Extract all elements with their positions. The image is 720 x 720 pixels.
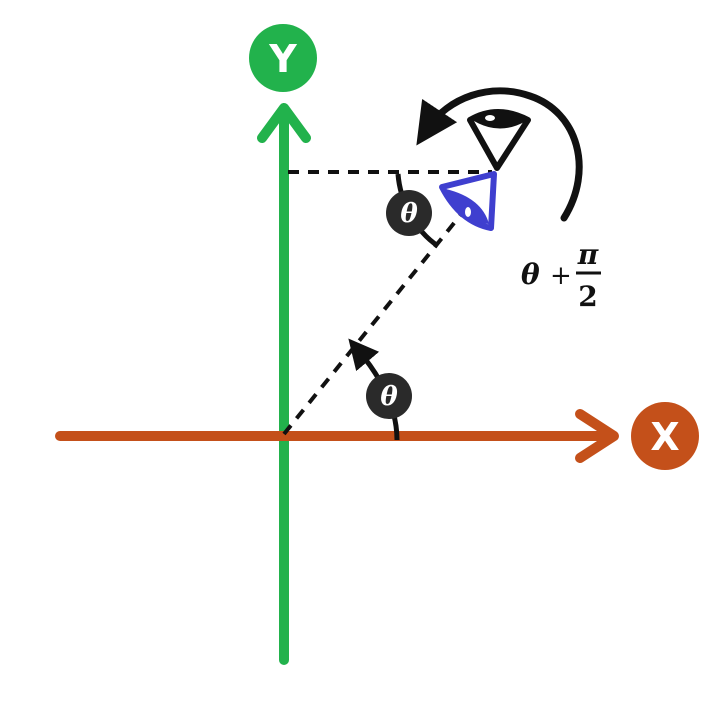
lower-angle-label: θ [380, 382, 398, 412]
y-axis-label: Y [268, 37, 297, 81]
radius-guide-line [282, 174, 494, 436]
x-axis: X [55, 402, 699, 470]
eye-icon [467, 109, 531, 171]
formula-plus: + [550, 261, 572, 291]
formula-numerator: π [577, 238, 599, 271]
y-axis-badge [249, 24, 317, 92]
curved-arrow-icon [416, 87, 583, 222]
rotated-eye-icon [439, 171, 497, 231]
x-axis-label: X [650, 415, 679, 459]
upper-angle-badge [386, 190, 432, 236]
formula-denominator: 2 [578, 280, 597, 313]
upper-angle-label: θ [400, 199, 418, 229]
lower-angle-marker: θ [348, 338, 412, 441]
lower-angle-badge [366, 373, 412, 419]
rotation-formula: θ + π 2 [521, 238, 601, 313]
x-axis-badge [631, 402, 699, 470]
y-axis: Y [249, 24, 317, 665]
upper-angle-marker: θ [386, 173, 440, 249]
formula-theta: θ [521, 258, 540, 291]
